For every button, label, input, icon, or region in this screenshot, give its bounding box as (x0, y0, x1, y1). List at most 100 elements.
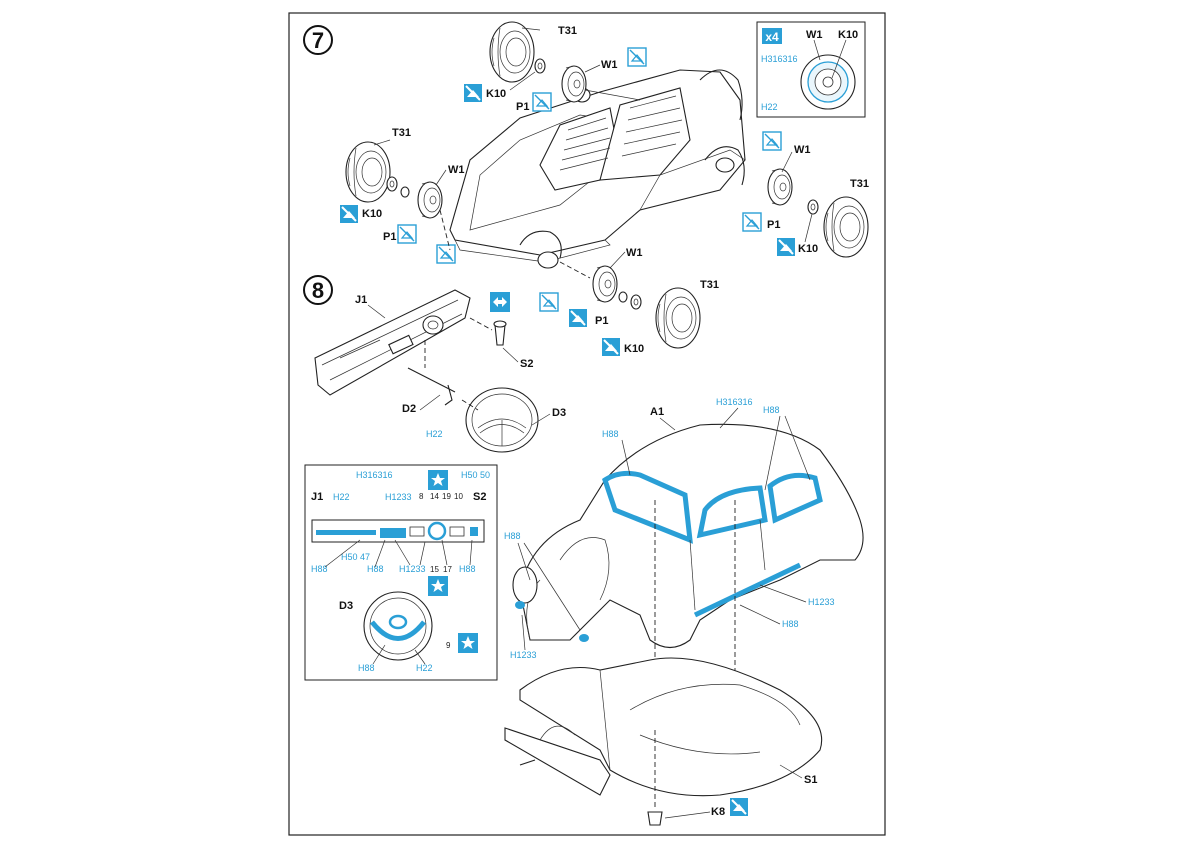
step-7-number: 7 (312, 28, 324, 53)
paint-callout-h2: H22 (761, 102, 778, 112)
no-glue-icon (339, 204, 359, 224)
paint-callout-h2: H22 (416, 663, 433, 673)
label-p1: P1 (767, 219, 780, 231)
label-k10: K10 (486, 88, 506, 100)
label-k10: K10 (624, 343, 644, 355)
label-k10: K10 (362, 208, 382, 220)
wheel-w1 (417, 181, 443, 219)
glue-icon (627, 47, 647, 67)
tire-t31 (823, 196, 869, 258)
label-w1: W1 (448, 164, 465, 176)
label-s2: S2 (520, 358, 533, 370)
paint-callout-h316: H316316 (716, 397, 753, 407)
paint-callout-h12: H1233 (510, 650, 537, 660)
label-w1: W1 (626, 247, 643, 259)
label-p1: P1 (516, 101, 529, 113)
paint-callout-h8: H88 (311, 564, 328, 574)
star-decal-icon (458, 633, 478, 653)
paint-callout-h316: H316316 (761, 54, 798, 64)
underbody-s1: S1 K8 (504, 657, 823, 826)
cap-k10 (807, 199, 819, 215)
paint-callout-h8: H88 (782, 619, 799, 629)
wheel-group-rear-right: W1 T31 P1 K10 (742, 131, 869, 258)
quantity-x4: x4 (765, 30, 779, 44)
steering-wheel-d3: D3 (461, 387, 566, 453)
label-t31: T31 (392, 127, 411, 139)
chassis-interior (449, 69, 746, 269)
paint-callout-h8: H88 (763, 405, 780, 415)
cap-k10 (534, 58, 546, 74)
star-decal-icon (428, 576, 448, 596)
no-glue-icon (776, 237, 796, 257)
star-decal-icon (428, 470, 448, 490)
label-d3: D3 (339, 600, 353, 612)
tire-t31 (345, 141, 391, 203)
paint-callout-h8: H88 (602, 429, 619, 439)
wheel-group-front-left: T31 W1 K10 P1 (463, 21, 647, 113)
label-a1: A1 (650, 406, 664, 418)
no-glue-icon (463, 83, 483, 103)
cap-k10 (386, 176, 398, 192)
paint-callout-h8: H88 (367, 564, 384, 574)
detail-number: 17 (443, 565, 452, 574)
step-7: 7 (303, 25, 333, 55)
label-t31: T31 (850, 178, 869, 190)
dashboard-j1: J1 (314, 289, 471, 396)
glue-icon (532, 92, 552, 112)
glue-icon (762, 131, 782, 151)
glue-icon (397, 224, 417, 244)
step-8: 8 (303, 275, 333, 305)
detail-number: 15 (430, 565, 439, 574)
detail-number: 10 (454, 492, 463, 501)
wheel-w1 (592, 265, 618, 303)
label-p1: P1 (595, 315, 608, 327)
label-k10: K10 (798, 243, 818, 255)
paint-callout-h8: H88 (459, 564, 476, 574)
label-w1: W1 (601, 59, 618, 71)
paint-callout-h8: H88 (504, 531, 521, 541)
paint-callout-h2: H22 (426, 429, 443, 439)
glue-icon (539, 292, 559, 312)
move-direction-icon (490, 292, 510, 312)
detail-number: 14 (430, 492, 439, 501)
no-glue-icon (601, 337, 621, 357)
paint-callout-h50: H50 50 (461, 470, 490, 480)
step-8-number: 8 (312, 278, 324, 303)
glue-icon (742, 212, 762, 232)
wheel-group-left: T31 W1 K10 P1 (339, 127, 465, 264)
label-p1: P1 (383, 231, 396, 243)
knob-s2: S2 (469, 292, 533, 370)
label-w1: W1 (806, 29, 823, 41)
detail-number: 9 (446, 641, 451, 650)
label-d3: D3 (552, 407, 566, 419)
label-t31: T31 (558, 25, 577, 37)
paint-callout-h316: H316316 (356, 470, 393, 480)
paint-callout-h8: H88 (358, 663, 375, 673)
label-s2: S2 (473, 491, 486, 503)
tire-t31 (489, 21, 535, 83)
detail-number: 19 (442, 492, 451, 501)
paint-callout-h2: H22 (333, 492, 350, 502)
steering-column-d2: D2 H22 (402, 367, 456, 439)
cap-k10 (630, 294, 642, 310)
paint-callout-h50: H50 47 (341, 552, 370, 562)
label-k8: K8 (711, 806, 725, 818)
page-border (288, 12, 886, 836)
paint-callout-h12: H1233 (399, 564, 426, 574)
label-t31: T31 (700, 279, 719, 291)
wheel-detail-box: x4 W1 K10 H316316 H22 (756, 21, 866, 118)
detail-number: 8 (419, 492, 424, 501)
label-k10: K10 (838, 29, 858, 41)
wheel-w1 (767, 168, 793, 206)
label-s1: S1 (804, 774, 817, 786)
label-j1: J1 (311, 491, 323, 503)
glue-icon (436, 244, 456, 264)
paint-callout-h12: H1233 (808, 597, 835, 607)
car-body-a1: A1 H316316 H88 H88 H88 H1233 H88 H1233 (504, 397, 864, 730)
label-w1: W1 (794, 144, 811, 156)
no-glue-icon (729, 797, 749, 817)
paint-callout-h12: H1233 (385, 492, 412, 502)
wheel-w1 (561, 65, 587, 103)
no-glue-icon (568, 308, 588, 328)
